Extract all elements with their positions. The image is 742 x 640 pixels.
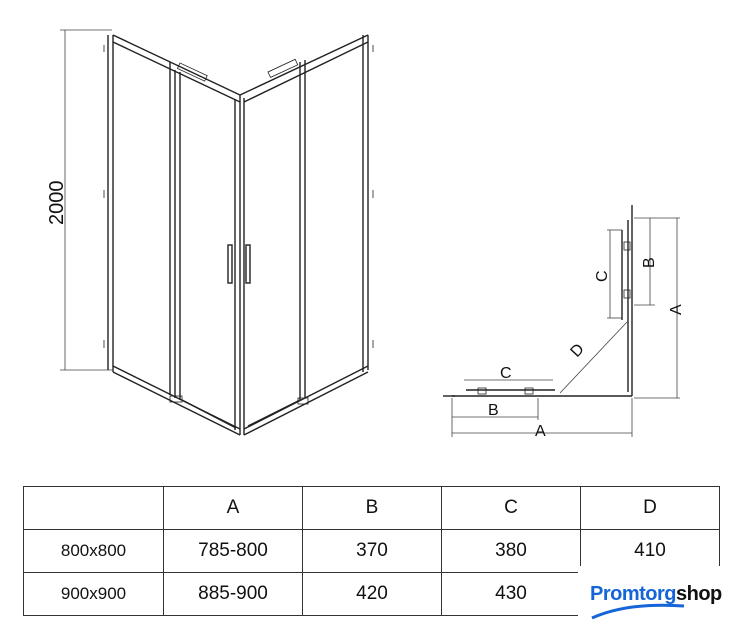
plan-view: D C B A C B A (443, 205, 685, 440)
table-header-row: A B C D (23, 486, 720, 530)
cell-d: 410 (580, 529, 720, 573)
plan-label-b-horizontal: B (488, 402, 499, 419)
cell-c: 380 (441, 529, 581, 573)
left-handle (227, 244, 233, 284)
plan-label-b-vertical: B (641, 257, 658, 268)
plan-label-c-vertical: C (594, 270, 611, 282)
header-cell (23, 486, 164, 530)
plan-label-d: D (567, 341, 587, 361)
dimensions-table: A B C D 800x800 785-800 370 380 410 900x… (23, 486, 720, 616)
front-view: 2000 (46, 29, 374, 436)
logo-swoosh-icon (591, 603, 685, 620)
promtorgshop-logo: Promtorgshop (578, 566, 742, 626)
header-cell-b: B (302, 486, 442, 530)
logo-text-secondary: shop (676, 583, 722, 605)
height-label: 2000 (46, 181, 68, 226)
cell-b: 370 (302, 529, 442, 573)
logo-text-primary: Promtorg (590, 583, 677, 605)
plan-label-a-horizontal: A (535, 423, 546, 440)
size-cell: 900x900 (23, 572, 164, 616)
header-cell-c: C (441, 486, 581, 530)
cell-b: 420 (302, 572, 442, 616)
cell-c: 430 (441, 572, 581, 616)
cell-a: 785-800 (163, 529, 303, 573)
header-cell-d: D (580, 486, 720, 530)
right-handle (245, 244, 251, 284)
table-row: 800x800 785-800 370 380 410 (23, 529, 720, 573)
plan-label-a-vertical: A (668, 304, 685, 315)
plan-label-c-horizontal: C (500, 365, 512, 382)
header-cell-a: A (163, 486, 303, 530)
cell-a: 885-900 (163, 572, 303, 616)
size-cell: 800x800 (23, 529, 164, 573)
